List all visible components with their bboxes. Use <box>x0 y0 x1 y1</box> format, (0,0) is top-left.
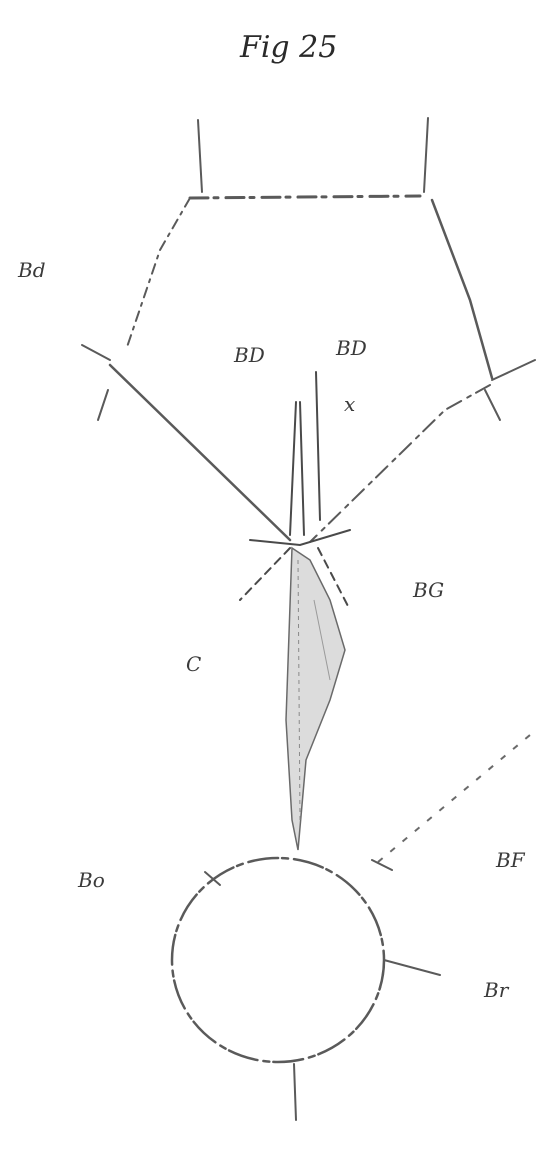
bf-line <box>378 735 530 862</box>
label-bf: BF <box>496 848 525 872</box>
upper-frame <box>82 118 535 542</box>
label-bg: BG <box>413 578 444 602</box>
body-column <box>286 548 345 850</box>
label-bd-left: Bd <box>18 258 46 282</box>
label-bd-mid-right: BD <box>336 336 367 360</box>
label-x: x <box>344 392 355 416</box>
label-c: C <box>186 652 201 676</box>
figure-title: Fig 25 <box>240 30 337 65</box>
label-bd-mid-left: BD <box>234 343 265 367</box>
label-bo: Bo <box>78 868 105 892</box>
label-br: Br <box>484 978 508 1002</box>
lower-circle <box>172 858 440 1120</box>
